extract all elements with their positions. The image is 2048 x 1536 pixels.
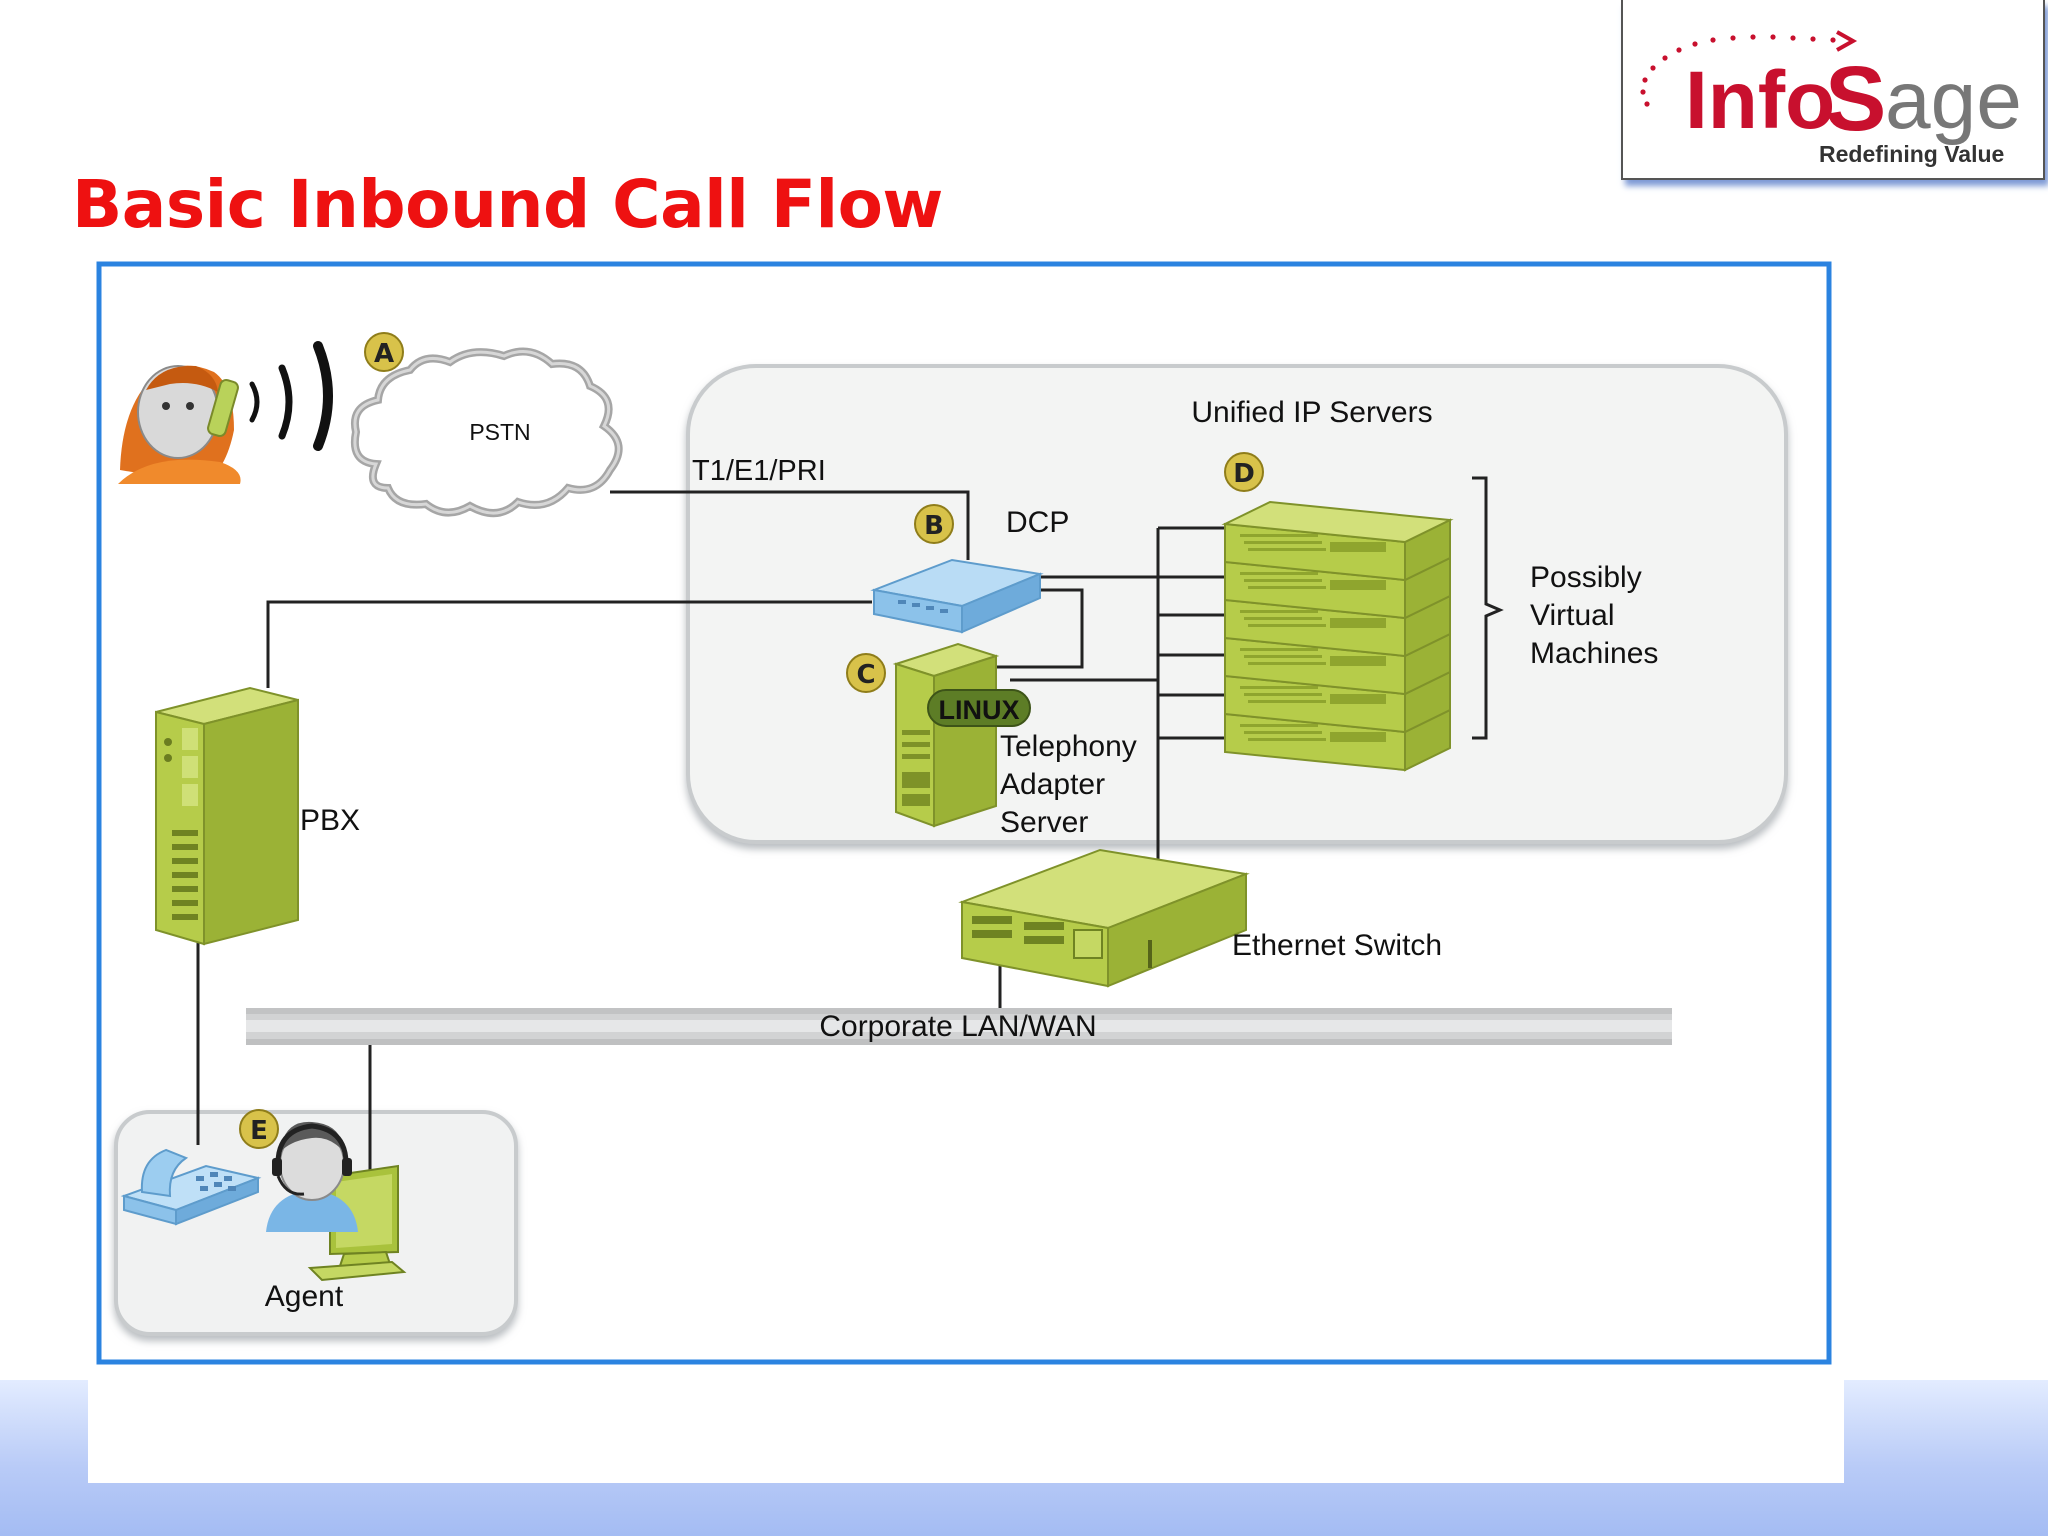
slide-title: Basic Inbound Call Flow bbox=[72, 166, 943, 243]
server-stack-top bbox=[1221, 500, 1454, 544]
virtual-machines-bracket bbox=[1472, 476, 1504, 740]
corporate-lan-wan-label: Corporate LAN/WAN bbox=[819, 1010, 1096, 1043]
badge-a: A bbox=[364, 332, 404, 372]
agent-person-icon bbox=[266, 1121, 358, 1232]
badge-d: D bbox=[1224, 452, 1264, 492]
trunk-label: T1/E1/PRI bbox=[692, 455, 826, 487]
ethernet-switch-label: Ethernet Switch bbox=[1232, 929, 1442, 962]
telephony-label-line-3: Server bbox=[1000, 806, 1088, 839]
svg-text:B: B bbox=[924, 511, 944, 541]
caller-person-icon bbox=[118, 365, 241, 484]
linux-badge bbox=[927, 689, 1031, 727]
bottom-white-panel bbox=[88, 1380, 1844, 1483]
telephony-label-line-1: Telephony bbox=[1000, 730, 1137, 763]
svg-text:A: A bbox=[374, 339, 394, 369]
pbx-to-dcp-line bbox=[266, 600, 872, 688]
virtual-machines-line-2: Virtual bbox=[1530, 599, 1615, 632]
dcp-router-icon bbox=[870, 558, 1044, 634]
corporate-lan-wan-bus bbox=[246, 1008, 1672, 1045]
logo-letter-s: S bbox=[1825, 48, 1886, 150]
logo-word-age: age bbox=[1885, 55, 2022, 146]
agent-label: Agent bbox=[265, 1280, 344, 1313]
badge-e: E bbox=[239, 1109, 279, 1149]
connection-lines bbox=[196, 490, 1225, 1170]
pstn-cloud-icon bbox=[351, 347, 623, 517]
logo-graphic: Info S age Redefining Value bbox=[1640, 30, 2022, 167]
logo-arrow-icon bbox=[1836, 30, 1858, 52]
server-unit bbox=[1224, 556, 1451, 620]
virtual-machines-line-1: Possibly bbox=[1530, 561, 1642, 594]
pbx-label: PBX bbox=[300, 804, 360, 837]
ethernet-switch-icon bbox=[958, 848, 1250, 988]
badge-c: C bbox=[846, 653, 886, 693]
dcp-label: DCP bbox=[1006, 506, 1069, 539]
logo-tagline: Redefining Value bbox=[1819, 141, 2004, 167]
infosage-logo: Info S age Redefining Value bbox=[1621, 0, 2045, 180]
badge-b: B bbox=[914, 504, 954, 544]
dcp-to-tas-line bbox=[980, 588, 1084, 669]
svg-text:C: C bbox=[856, 660, 875, 690]
trunk-line bbox=[610, 490, 970, 560]
unified-ip-server-stack bbox=[1221, 500, 1454, 772]
unified-ip-servers-label: Unified IP Servers bbox=[1191, 396, 1432, 429]
linux-label: LINUX bbox=[939, 695, 1020, 725]
pbx-tower-icon bbox=[155, 686, 299, 946]
telephony-adapter-server-icon bbox=[892, 642, 1031, 828]
telephony-label-line-2: Adapter bbox=[1000, 768, 1105, 801]
virtual-machines-line-3: Machines bbox=[1530, 637, 1658, 670]
signal-waves-icon bbox=[249, 341, 333, 451]
desk-phone-icon bbox=[120, 1148, 262, 1226]
logo-word-info: Info bbox=[1685, 55, 1835, 146]
logo-dots bbox=[1640, 34, 1836, 107]
server-taps bbox=[1158, 526, 1225, 740]
pstn-label: PSTN bbox=[469, 419, 530, 445]
svg-text:E: E bbox=[250, 1116, 268, 1146]
svg-text:D: D bbox=[1233, 459, 1255, 489]
